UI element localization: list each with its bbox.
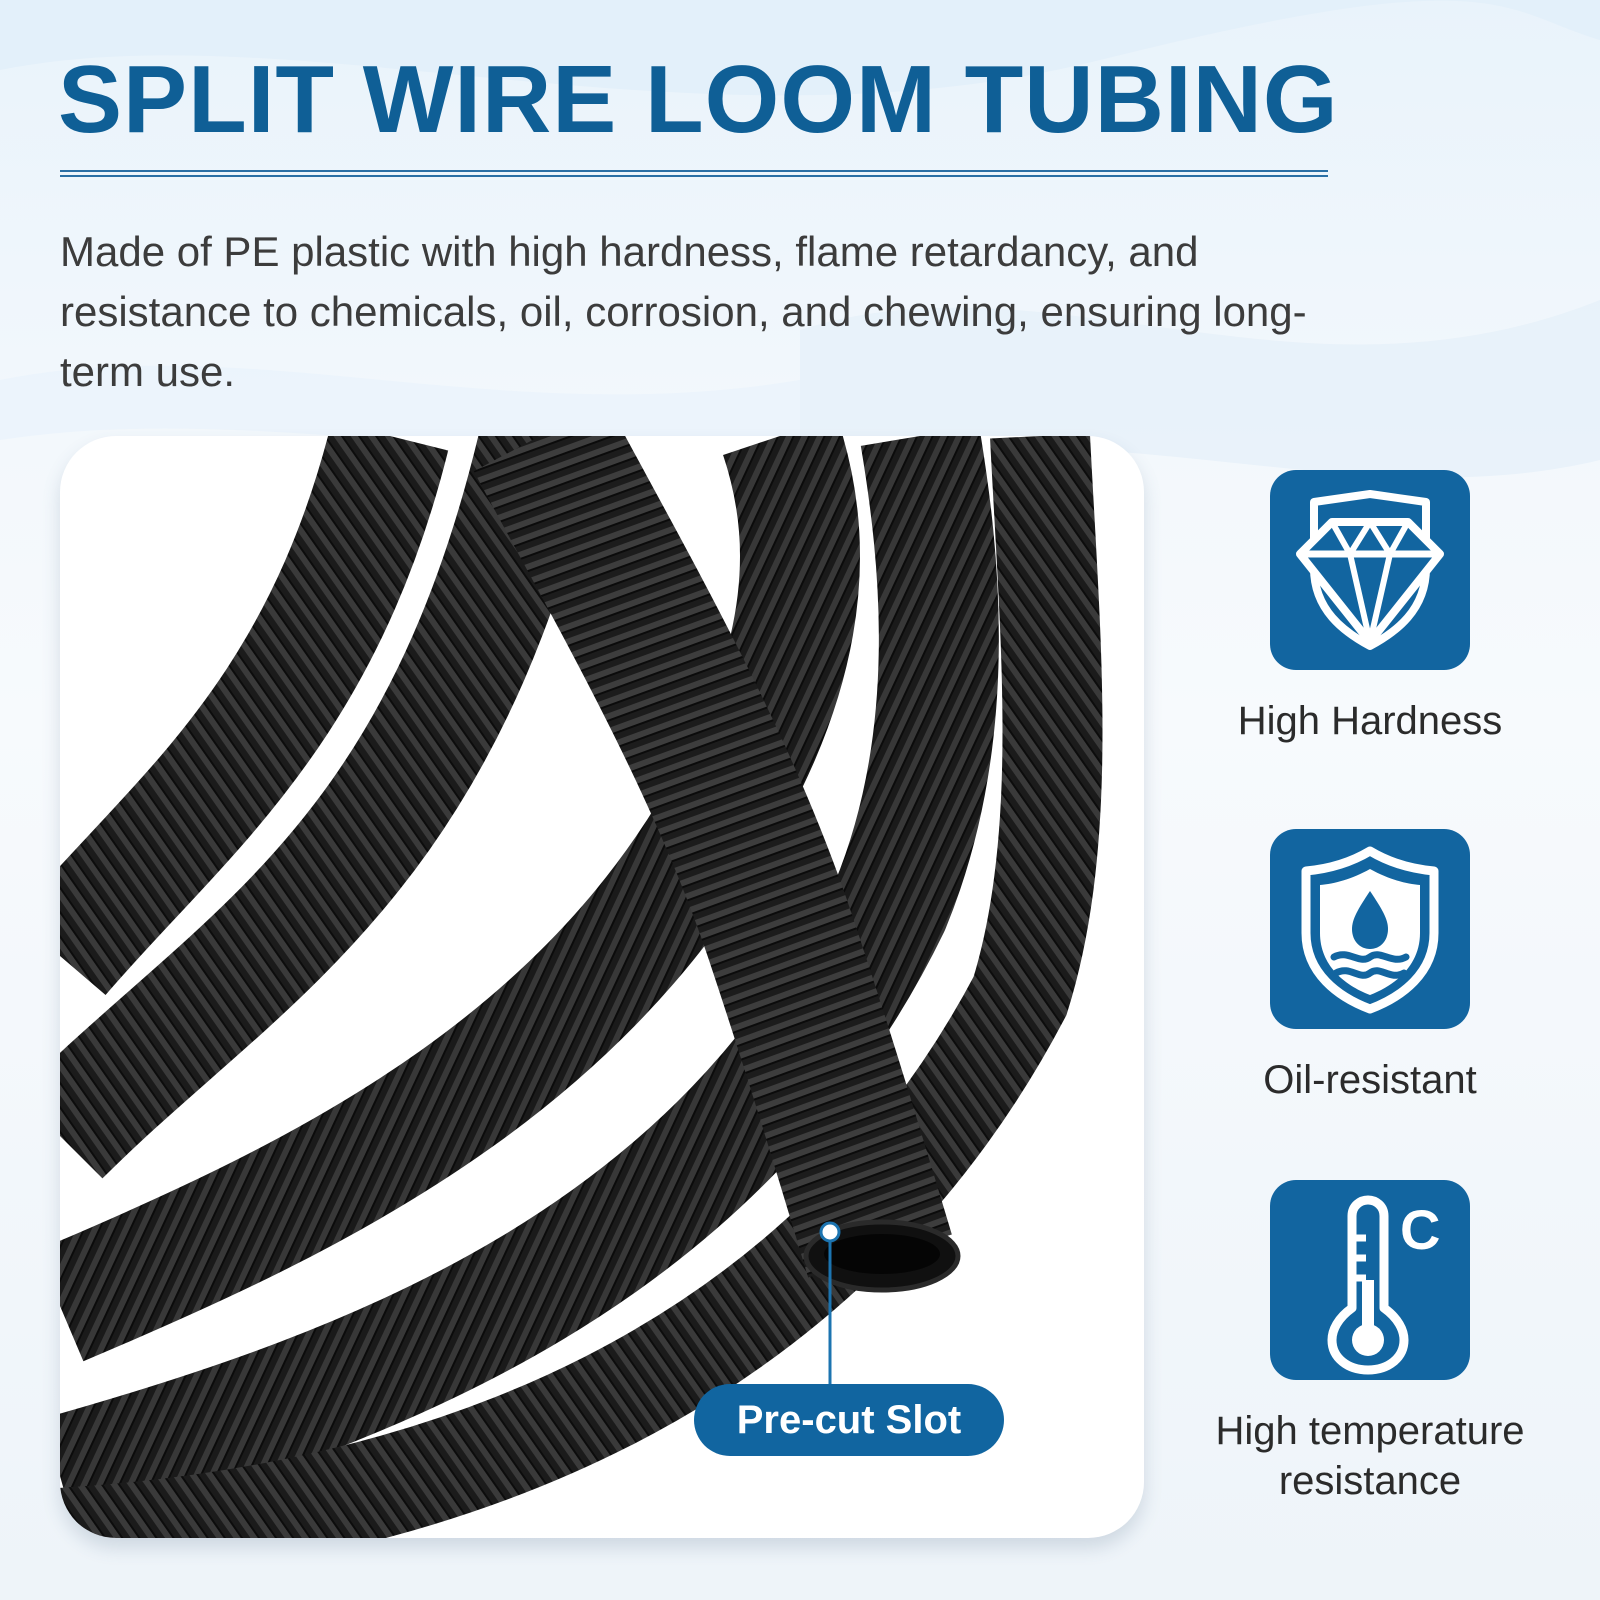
celsius-unit: C	[1400, 1198, 1441, 1261]
diamond-shield-icon	[1270, 470, 1470, 670]
page-title: SPLIT WIRE LOOM TUBING	[58, 46, 1339, 153]
feature-label: Oil-resistant	[1263, 1058, 1477, 1102]
coiled-tubing-illustration	[60, 436, 1103, 1538]
feature-label: High Hardness	[1237, 699, 1503, 743]
thermometer-celsius-icon: C	[1270, 1180, 1470, 1380]
product-photo	[60, 436, 1144, 1538]
product-description: Made of PE plastic with high hardness, f…	[60, 228, 1307, 395]
pre-cut-slot-callout: Pre-cut Slot	[694, 1384, 1004, 1456]
title-underline	[60, 170, 1328, 178]
feature-label: High temperature resistance	[1215, 1409, 1525, 1503]
oil-drop-shield-icon	[1270, 829, 1470, 1029]
